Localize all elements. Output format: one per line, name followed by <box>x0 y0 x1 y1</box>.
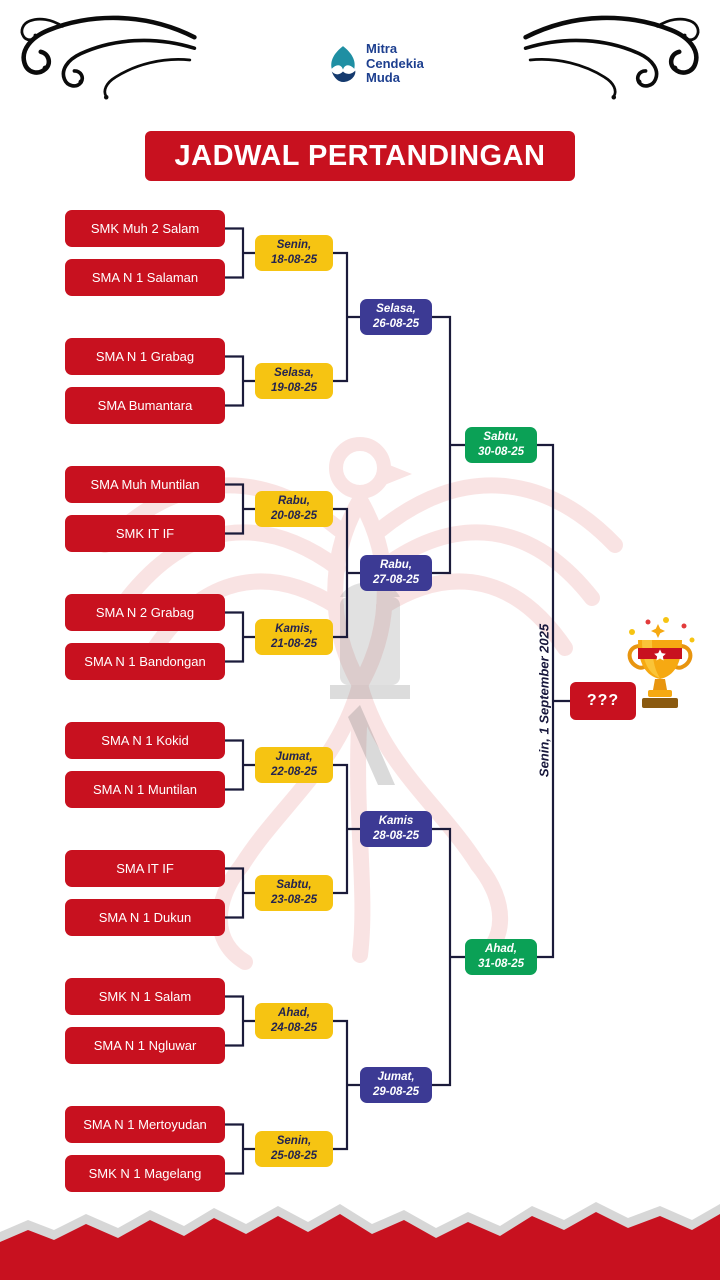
logo-text: Mitra Cendekia Muda <box>366 41 424 86</box>
match-day: Ahad, <box>485 943 517 956</box>
team-box: SMA N 1 Mertoyudan <box>65 1106 225 1143</box>
team-box: SMA N 1 Muntilan <box>65 771 225 808</box>
match-date: 31-08-25 <box>477 958 525 970</box>
match-date: 23-08-25 <box>270 894 318 906</box>
quarterfinal-date-box: Rabu, 27-08-25 <box>360 555 432 591</box>
final-date-label: Senin, 1 September 2025 <box>536 623 552 778</box>
team-box: SMA N 1 Salaman <box>65 259 225 296</box>
match-day: Selasa, <box>274 367 314 380</box>
match-date: 20-08-25 <box>270 510 318 522</box>
logo-line: Cendekia <box>366 55 424 71</box>
team-box: SMA N 1 Ngluwar <box>65 1027 225 1064</box>
team-box: SMA N 2 Grabag <box>65 594 225 631</box>
match-date: 28-08-25 <box>372 830 420 842</box>
semifinal-date-box: Ahad, 31-08-25 <box>465 939 537 975</box>
match-date-box: Kamis, 21-08-25 <box>255 619 333 655</box>
match-date-box: Sabtu, 23-08-25 <box>255 875 333 911</box>
team-box: SMA N 1 Kokid <box>65 722 225 759</box>
torn-paper-edge <box>0 1202 720 1280</box>
match-date: 30-08-25 <box>477 446 525 458</box>
match-day: Sabtu, <box>276 879 312 892</box>
monument-watermark <box>330 582 410 785</box>
flourish-ornament-right-icon <box>523 15 700 100</box>
match-day: Jumat, <box>275 751 313 764</box>
match-date-box: Senin, 18-08-25 <box>255 235 333 271</box>
match-date-box: Ahad, 24-08-25 <box>255 1003 333 1039</box>
match-date: 18-08-25 <box>270 254 318 266</box>
match-day: Senin, <box>276 1135 312 1148</box>
team-box: SMA Muh Muntilan <box>65 466 225 503</box>
match-day: Rabu, <box>380 559 412 572</box>
team-box: SMK Muh 2 Salam <box>65 210 225 247</box>
match-date: 26-08-25 <box>372 318 420 330</box>
match-date-box: Selasa, 19-08-25 <box>255 363 333 399</box>
match-date-box: Rabu, 20-08-25 <box>255 491 333 527</box>
team-box: SMA N 1 Dukun <box>65 899 225 936</box>
team-box: SMA N 1 Grabag <box>65 338 225 375</box>
flourish-ornament-left-icon <box>20 15 197 100</box>
match-date: 25-08-25 <box>270 1150 318 1162</box>
logo-line: Muda <box>366 70 400 86</box>
team-box: SMA Bumantara <box>65 387 225 424</box>
logo-line: Mitra <box>366 41 398 56</box>
team-box: SMK N 1 Salam <box>65 978 225 1015</box>
match-day: Sabtu, <box>483 431 519 444</box>
trophy-icon <box>627 617 695 708</box>
match-day: Jumat, <box>377 1071 415 1084</box>
team-box: SMA IT IF <box>65 850 225 887</box>
match-date: 24-08-25 <box>270 1022 318 1034</box>
match-date: 22-08-25 <box>270 766 318 778</box>
match-day: Kamis <box>378 815 414 828</box>
match-date-box: Senin, 25-08-25 <box>255 1131 333 1167</box>
semifinal-date-box: Sabtu, 30-08-25 <box>465 427 537 463</box>
garuda-watermark <box>97 437 623 970</box>
match-day: Selasa, <box>376 303 416 316</box>
quarterfinal-date-box: Kamis 28-08-25 <box>360 811 432 847</box>
logo: Mitra Cendekia Muda <box>327 41 424 86</box>
match-day: Kamis, <box>275 623 313 636</box>
logo-mark-icon <box>331 45 356 82</box>
team-box: SMK N 1 Magelang <box>65 1155 225 1192</box>
quarterfinal-date-box: Selasa, 26-08-25 <box>360 299 432 335</box>
match-date: 29-08-25 <box>372 1086 420 1098</box>
page-title: JADWAL PERTANDINGAN <box>145 131 575 181</box>
champion-box: ??? <box>570 682 636 720</box>
match-date: 19-08-25 <box>270 382 318 394</box>
quarterfinal-date-box: Jumat, 29-08-25 <box>360 1067 432 1103</box>
match-day: Ahad, <box>278 1007 310 1020</box>
match-date-box: Jumat, 22-08-25 <box>255 747 333 783</box>
team-box: SMK IT IF <box>65 515 225 552</box>
match-day: Rabu, <box>278 495 310 508</box>
match-day: Senin, <box>276 239 312 252</box>
match-date: 27-08-25 <box>372 574 420 586</box>
match-date: 21-08-25 <box>270 638 318 650</box>
team-box: SMA N 1 Bandongan <box>65 643 225 680</box>
